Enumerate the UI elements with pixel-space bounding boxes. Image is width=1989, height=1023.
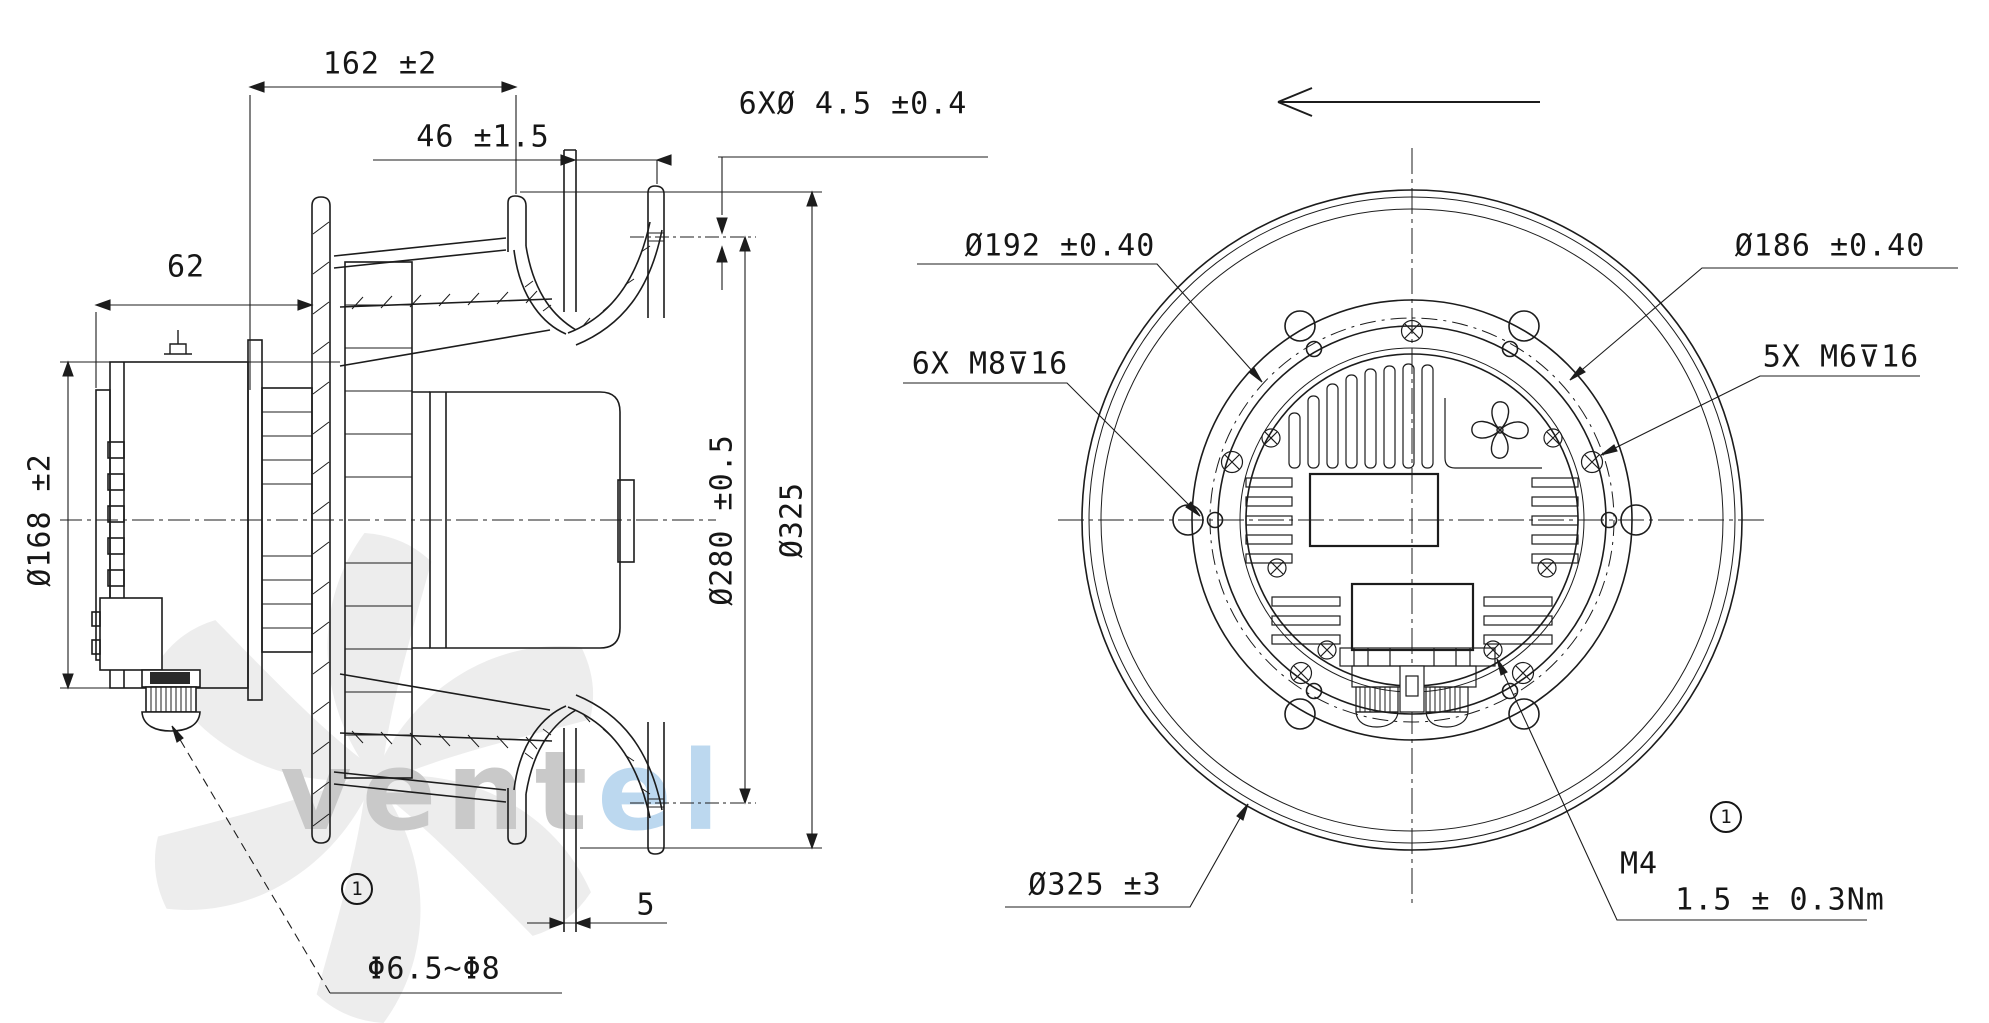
screw-icon <box>1317 640 1337 660</box>
m6-screws <box>1220 319 1604 685</box>
dim-motor-length-label: 62 <box>166 249 206 285</box>
impeller-backplate <box>311 196 331 844</box>
dim-inlet-hole-circle-label: Ø280 ±0.5 <box>704 434 740 606</box>
cooling-bars <box>1245 477 1579 645</box>
revision-balloon: 1 <box>1710 801 1742 833</box>
dim-flange-thickness-label: 5 <box>636 887 656 923</box>
leaders-rear-view <box>903 263 1958 921</box>
dim-motor-diameter-label: Ø168 ±2 <box>22 453 58 587</box>
inlet-ring-plate <box>563 149 577 932</box>
screw-icon <box>1537 558 1557 578</box>
impeller-blades-bottom <box>333 673 553 803</box>
dim-overall-depth-label: 162 ±2 <box>322 46 438 82</box>
inlet-bell <box>567 185 756 855</box>
screw-icon <box>1580 450 1604 474</box>
nameplate <box>1308 472 1440 548</box>
screw-icon <box>1220 450 1244 474</box>
front-shroud <box>507 195 577 845</box>
screw-icon <box>1267 558 1287 578</box>
bolt-circle <box>1209 317 1615 723</box>
watermark-logo-gray: vent <box>280 727 598 855</box>
terminal-box <box>91 597 163 671</box>
side-section-view <box>60 81 988 994</box>
thread-spec-m6-label: 5X M6⊽16 <box>1762 339 1920 375</box>
dim-impeller-diameter-label: Ø325 <box>774 481 810 559</box>
dimensions-side-view <box>60 81 988 994</box>
screw-icon <box>1483 640 1503 660</box>
fan-icon <box>1471 401 1529 459</box>
thread-spec-m4-label: M4 <box>1619 846 1659 882</box>
heat-sink-fins <box>1288 363 1542 469</box>
rotation-direction-arrow-icon <box>1277 87 1540 117</box>
dim-screw-circle-label: Ø186 ±0.40 <box>1734 228 1926 264</box>
dim-bolt-circle-label: Ø192 ±0.40 <box>964 228 1156 264</box>
watermark-logo-blue: el <box>597 727 730 855</box>
dim-mounting-holes-label: 6XØ 4.5 ±0.4 <box>738 86 968 122</box>
screw-icon <box>1289 661 1313 685</box>
revision-balloon: 1 <box>341 873 373 905</box>
rear-view <box>903 87 1958 921</box>
screw-icon <box>1511 661 1535 685</box>
dim-inlet-depth-label: 46 ±1.5 <box>416 119 550 155</box>
nameplate <box>1350 582 1475 652</box>
screw-icon <box>1261 428 1281 448</box>
rear-cable-glands <box>1339 647 1496 728</box>
thread-spec-m8-label: 6X M8⊽16 <box>911 346 1069 382</box>
screw-icon <box>164 330 192 355</box>
watermark-logo: ventel <box>280 736 730 846</box>
cable-gland <box>141 669 201 732</box>
rotor-cup <box>429 391 635 649</box>
dim-outer-diameter-label: Ø325 ±3 <box>1028 867 1162 903</box>
screw-icon <box>1400 319 1424 343</box>
screw-icon <box>1543 428 1563 448</box>
impeller-blades-top <box>333 237 553 367</box>
dim-cable-gland-range-label: Φ6.5~Φ8 <box>367 951 501 987</box>
tightening-torque-label: 1.5 ± 0.3Nm <box>1675 882 1885 918</box>
